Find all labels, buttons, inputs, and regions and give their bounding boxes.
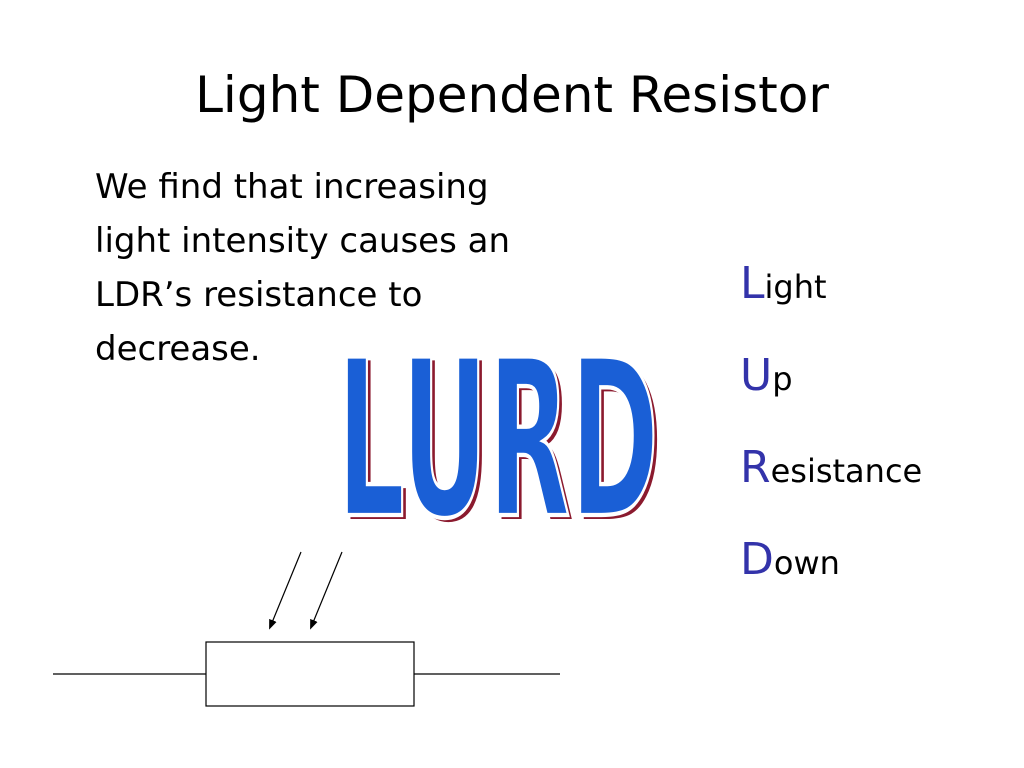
resistor-body: [205, 641, 415, 707]
body-line: decrease.: [95, 329, 261, 369]
mnemonic-initial: U: [740, 350, 773, 401]
mnemonic-item: Down: [740, 514, 922, 606]
mnemonic-item: Light: [740, 238, 922, 330]
light-arrow-icon: [310, 551, 343, 630]
body-text: We find that increasing light intensity …: [95, 160, 635, 376]
mnemonic-word-rest: p: [772, 360, 793, 398]
mnemonic-initial: L: [740, 258, 765, 309]
mnemonic-word-rest: esistance: [770, 452, 923, 490]
light-dependent-resistor-icon: [53, 551, 560, 707]
mnemonic-item: Up: [740, 330, 922, 422]
mnemonic-word-rest: own: [773, 544, 840, 582]
mnemonic-initial: R: [740, 442, 771, 493]
mnemonic-initial: D: [740, 534, 774, 585]
body-line: We find that increasing: [95, 167, 489, 207]
mnemonic-word-rest: ight: [764, 268, 827, 306]
lurd-wordart-text: LURD: [337, 315, 659, 527]
mnemonic-item: Resistance: [740, 422, 922, 514]
slide-title: Light Dependent Resistor: [195, 66, 829, 124]
lurd-wordart: LURD LURD: [335, 315, 663, 527]
light-arrow-icon: [269, 551, 302, 630]
lurd-wordart-shadow: LURD: [341, 317, 663, 527]
body-line: LDR’s resistance to: [95, 275, 423, 315]
body-line: light intensity causes an: [95, 221, 510, 261]
lurd-mnemonic-list: Light Up Resistance Down: [740, 238, 922, 606]
